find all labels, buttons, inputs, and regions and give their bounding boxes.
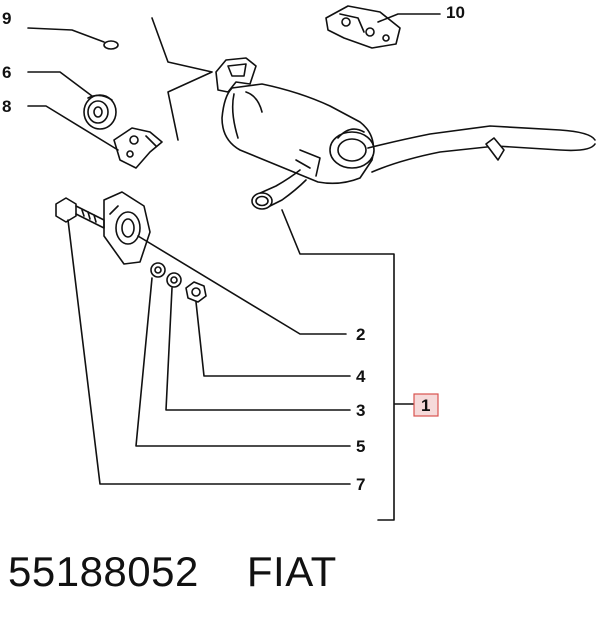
callout-1: 1: [421, 396, 430, 415]
callout-7: 7: [356, 475, 365, 494]
leader-10: [377, 13, 441, 23]
leader-6: [27, 71, 93, 97]
part-9-washer: [103, 40, 119, 50]
callout-10: 10: [446, 3, 465, 22]
muffler: [215, 57, 596, 210]
part-2-clamp-flange: [103, 191, 151, 265]
part-5-washer: [150, 262, 166, 278]
part-10-rubber-mount: [325, 5, 401, 49]
callout-9: 9: [2, 9, 11, 28]
callout-4: 4: [356, 367, 366, 386]
leader-9: [27, 27, 105, 43]
part-7-bolt: [55, 197, 105, 229]
callout-6: 6: [2, 63, 11, 82]
part-number-footer: 55188052 FIAT: [8, 548, 337, 596]
part-6-rubber-ring: [83, 94, 117, 130]
part-1-highlight-box: [413, 393, 439, 417]
callout-8: 8: [2, 97, 11, 116]
leader-8: [27, 105, 119, 151]
part-8-bracket: [113, 127, 163, 169]
part-number: 55188052: [8, 548, 199, 595]
part-3-spring-washer: [166, 272, 182, 288]
leader-4: [195, 301, 351, 377]
mount-guide-lines: [151, 17, 213, 141]
callout-3: 3: [356, 401, 365, 420]
leader-5: [135, 277, 351, 447]
callout-5: 5: [356, 437, 365, 456]
part-4-nut: [185, 281, 207, 303]
leader-2: [137, 235, 347, 335]
leader-3: [165, 287, 351, 411]
callout-2: 2: [356, 325, 365, 344]
leader-1: [281, 209, 415, 521]
brand-name: FIAT: [246, 548, 337, 595]
leader-7: [67, 219, 351, 485]
